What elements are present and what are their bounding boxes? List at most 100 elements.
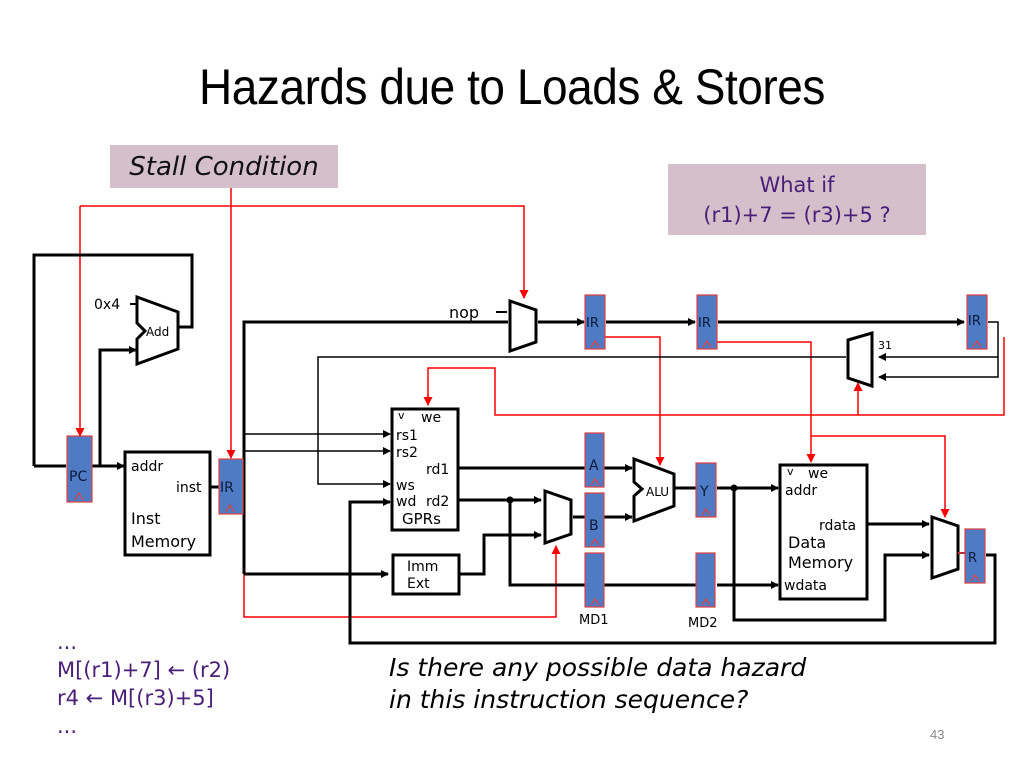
control-wires <box>75 188 1005 618</box>
ir-register-memory: IR <box>966 294 988 350</box>
r-label: R <box>968 551 977 566</box>
instruction-memory: addr inst Inst Memory <box>123 450 212 557</box>
gpr-ws-port: ws <box>396 478 415 494</box>
b-register: B <box>584 492 605 548</box>
pc-label: PC <box>69 469 87 485</box>
instruction-sequence: ... M[(r1)+7] ← (r2) r4 ← M[(r3)+5] ... <box>57 628 230 740</box>
seq-line: M[(r1)+7] ← (r2) <box>57 658 231 682</box>
b-label: B <box>589 518 599 534</box>
const-31-label: 31 <box>878 339 892 352</box>
y-register: Y <box>695 462 717 518</box>
b-operand-mux <box>543 488 573 546</box>
imm-ext-unit: Imm Ext <box>391 553 461 596</box>
clock-icon <box>590 477 600 486</box>
ir-to-dmem-we <box>714 341 816 463</box>
nop-label: nop <box>449 303 479 322</box>
dmem-name-1: Data <box>788 533 826 552</box>
data-wires <box>32 253 997 645</box>
gpr-rd1-port: rd1 <box>426 462 449 478</box>
imem-addr-port: addr <box>131 459 163 475</box>
hazard-question: Is there any possible data hazard in thi… <box>389 652 806 716</box>
dmem-wb-wire <box>811 435 950 518</box>
junction-dots <box>506 484 738 504</box>
imm-to-bmux <box>459 531 542 576</box>
constant-4-label: 0x4 <box>94 297 120 313</box>
pc-register: PC <box>66 435 93 503</box>
gpr-rs1-port: rs1 <box>396 428 418 444</box>
md1-register <box>584 552 605 608</box>
ir-to-alu-ctrl <box>604 336 665 466</box>
rd2-to-md1 <box>508 500 585 587</box>
dest-reg-mux: 31 <box>846 331 892 389</box>
ir4-to-31mux <box>878 321 999 361</box>
ir4-to-31mux-2 <box>878 357 999 381</box>
pc-to-adder <box>98 346 137 466</box>
md1-label: MD1 <box>579 613 609 628</box>
what-if-line-2: (r1)+7 = (r3)+5 ? <box>703 202 891 227</box>
thin-wires <box>244 321 999 488</box>
dmem-we-port: we <box>808 466 828 482</box>
seq-line: r4 ← M[(r3)+5] <box>57 686 214 710</box>
gpr-wd-port: wd <box>396 494 416 510</box>
stall-condition-callout: Stall Condition <box>110 145 338 188</box>
alu: ALU <box>632 456 676 524</box>
ir-label: IR <box>968 314 981 329</box>
stall-to-pc-wire <box>80 205 529 299</box>
gpr-file: v we rs1 rs2 rd1 ws wd rd2 GPRs <box>390 407 460 532</box>
what-if-callout: What if (r1)+7 = (r3)+5 ? <box>668 164 926 235</box>
imem-name-1: Inst <box>131 509 160 528</box>
imem-name-2: Memory <box>131 532 196 551</box>
gpr-rd2-port: rd2 <box>426 494 449 510</box>
clock-icon <box>702 339 712 348</box>
y-label: Y <box>699 484 709 500</box>
clock-icon <box>225 503 235 513</box>
ir-to-gpr-we <box>427 337 1005 416</box>
writeback-mux <box>930 514 960 581</box>
ir-bus <box>242 320 508 574</box>
ir-label: IR <box>698 316 711 331</box>
clock-icon <box>590 339 600 348</box>
ir-label: IR <box>586 316 599 331</box>
clock-icon <box>972 339 982 348</box>
slide-title: Hazards due to Loads & Stores <box>199 59 825 115</box>
r-register: R <box>964 528 986 584</box>
gpr-rs2-port: rs2 <box>396 445 418 461</box>
dmem-name-2: Memory <box>788 553 853 572</box>
data-memory: v we addr rdata Data Memory wdata <box>778 463 869 601</box>
question-line-1: Is there any possible data hazard <box>389 653 807 682</box>
seq-line: ... <box>57 630 78 654</box>
clock-icon <box>701 597 711 606</box>
seq-line: ... <box>57 714 78 738</box>
y-bypass <box>732 488 930 622</box>
clock-mark: v <box>398 409 405 422</box>
a-register: A <box>584 432 605 488</box>
clock-icon <box>74 491 84 501</box>
pc-feedback-wire <box>32 253 194 466</box>
clock-mark: v <box>787 465 794 478</box>
ir-label: IR <box>220 480 234 496</box>
imm-label: Imm <box>407 559 438 575</box>
gpr-we-port: we <box>421 410 441 426</box>
r-writeback <box>348 498 997 645</box>
pc-adder: Add <box>130 294 180 367</box>
gpr-name: GPRs <box>402 510 441 528</box>
dmem-rdata-port: rdata <box>819 518 856 534</box>
ir-register-decode: IR <box>584 294 606 350</box>
adder-label: Add <box>146 325 169 339</box>
ext-label: Ext <box>407 576 430 592</box>
ir-to-b-mux <box>243 540 561 618</box>
a-label: A <box>589 458 599 474</box>
dmem-wdata-port: wdata <box>784 578 827 594</box>
ir-register-execute: IR <box>696 294 718 350</box>
ws-mux-to-ws <box>317 356 846 488</box>
question-line-2: in this instruction sequence? <box>389 685 749 714</box>
clock-icon <box>701 507 711 516</box>
clock-icon <box>590 597 600 606</box>
nop-mux: nop <box>449 298 538 354</box>
dmem-addr-port: addr <box>785 483 817 499</box>
alu-label: ALU <box>646 485 669 499</box>
imem-inst-port: inst <box>176 480 202 496</box>
ir-register-fetch: IR <box>218 458 244 515</box>
clock-icon <box>970 573 980 582</box>
